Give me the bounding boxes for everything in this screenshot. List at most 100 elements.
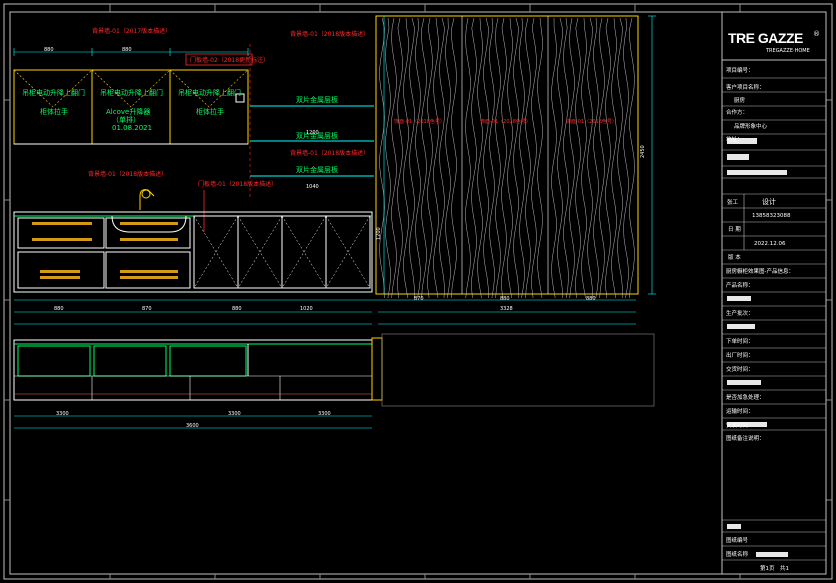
wood-grain-line [605,17,611,299]
wood-grain-line [593,17,599,299]
wood-grain-line [629,17,635,299]
dims-right [383,15,656,295]
phone: 13858323088 [752,213,791,219]
upper-cab-sub-3: 柜体拉手 [196,107,224,116]
wood-grain-line [445,17,451,299]
shelf-label-1: 双片金属层板 [296,95,338,104]
faucet-icon [139,189,155,210]
bottom-label-3: 图纸名称 [726,550,749,558]
upper-cabinets [13,69,249,145]
field-7: 运输时间： [726,407,754,415]
upper-cabinet-texts: 吊柜电动升降上翻门 吊柜电动升降上翻门 吊柜电动升降上翻门 柜体拉手 Alcov… [22,88,241,132]
dims-plan-bottom [14,415,372,429]
dim-bottom-6: 880 [500,296,510,302]
note-mid-left: 背景墙-01（2018版本描述） [88,170,167,178]
wood-grain-line [501,17,507,299]
page-total: 共1 [780,564,789,572]
base-cabinets [13,211,373,293]
upper-cab-date: 01.08.2021 [112,124,152,132]
contact-label: 地址： [726,135,743,143]
upper-cab-label-3: 吊柜电动升降上翻门 [178,88,241,97]
dim-bottom-5: 870 [414,296,424,302]
shelf-dim-2: 1040 [306,184,319,190]
bottom-label-2: 图纸编号 [726,536,749,544]
wood-grain-line [623,17,629,299]
wood-grain-line [427,17,433,299]
note-mid-right: 背景墙-01（2018版本描述） [290,149,369,157]
designer-name: 张工 [727,198,739,206]
wood-grain-line [415,17,421,299]
product-title: 厨房橱柜效果图-产品信息： [726,267,794,275]
wood-grain-line [421,17,427,299]
wood-grain-line [519,17,525,299]
project-no-label: 项目编号： [726,66,754,74]
dim-bottom-7: 880 [586,296,596,302]
dim-bottom-1: 880 [54,306,64,312]
brand-logo: TRE GAZZE [728,30,803,46]
wood-grain-line [489,17,495,299]
project-name: 厨房 [734,96,746,104]
field-4: 出厂时间： [726,351,754,359]
field-5: 交货时间： [726,365,754,373]
title-block [721,11,827,575]
field-2: 生产批次： [726,309,754,317]
wood-grain-line [587,17,593,299]
wood-grain-line [495,17,501,299]
wood-grain-line [451,17,457,299]
outer-frame [3,3,833,580]
dim-right-1: 2450 [640,145,646,158]
note-mid-box: 门板墙-01（2018版本描述） [198,180,277,188]
wood-grain-line [611,17,617,299]
field-8: 安装时间： [726,421,754,429]
upper-cab-label-2: 吊柜电动升降上翻门 [100,88,163,97]
note-top-left: 背景墙-01（2017版本描述） [92,27,171,35]
notes-label: 图纸备注说明： [726,434,765,442]
wood-grain-line [439,17,445,299]
field-3: 下单时间： [726,337,754,345]
wood-grain-line [397,17,403,299]
wood-grain-line [617,17,623,299]
dim-bottom-4: 1020 [300,306,313,312]
dim-total: 3600 [186,423,199,429]
wood-grain-line [385,17,391,299]
metal-shelves: 双片金属层板 双片金属层板 双片金属层板 1200 1040 [250,95,374,190]
shelf-label-3: 双片金属层板 [296,165,338,174]
brand-sub: TREGAZZE·HOME [765,48,810,54]
wall-panel-label-1: 饰面-01（2018色号） [394,118,445,125]
dim-right-2: 1200 [376,227,382,240]
brand-mark: ® [813,30,820,38]
dim-plan-top: 3328 [500,306,513,312]
wood-grain-line [551,17,557,299]
dims-elevation-bottom [14,299,636,325]
plan-view [13,333,655,407]
scale-label: 版 本 [728,253,741,261]
dim-bottom-3: 880 [232,306,242,312]
dim-plan-3: 3300 [318,411,331,417]
wall-panels: 饰面-01（2018色号） 饰面-01（2018色号） 饰面-01（2018色号… [375,15,639,299]
page-label: 第1页 [760,564,775,572]
designer-label: 设计 [762,197,776,206]
red-annotations: 背景墙-01（2017版本描述） 背景墙-01（2018版本描述） 背景墙-01… [88,27,369,188]
wood-grain-line [465,17,471,299]
wood-grain-line [525,17,531,299]
wood-grain-line [513,17,519,299]
address-label: 合作方： [726,108,748,116]
wood-grain-line [471,17,477,299]
wood-grain-line [433,17,439,299]
red-note-box [185,53,253,66]
dims-top [13,48,249,56]
wall-panel-label-2: 饰面-01（2018色号） [480,118,531,125]
wood-grain-line [569,17,575,299]
dim-plan-1: 3300 [56,411,69,417]
note-top-mid: 背景墙-01（2018版本描述） [290,30,369,38]
wood-grain-line [379,17,385,299]
date-label: 日 期 [728,226,741,233]
wood-grain-line [403,17,409,299]
wood-grain-line [409,17,415,299]
upper-cab-sub-1: 柜体拉手 [40,107,68,116]
upper-cab-sub-2: Alcove升降器 [106,107,150,116]
wood-grain-line [563,17,569,299]
field-1: 产品名称： [726,281,754,289]
wood-grain-line [391,17,397,299]
